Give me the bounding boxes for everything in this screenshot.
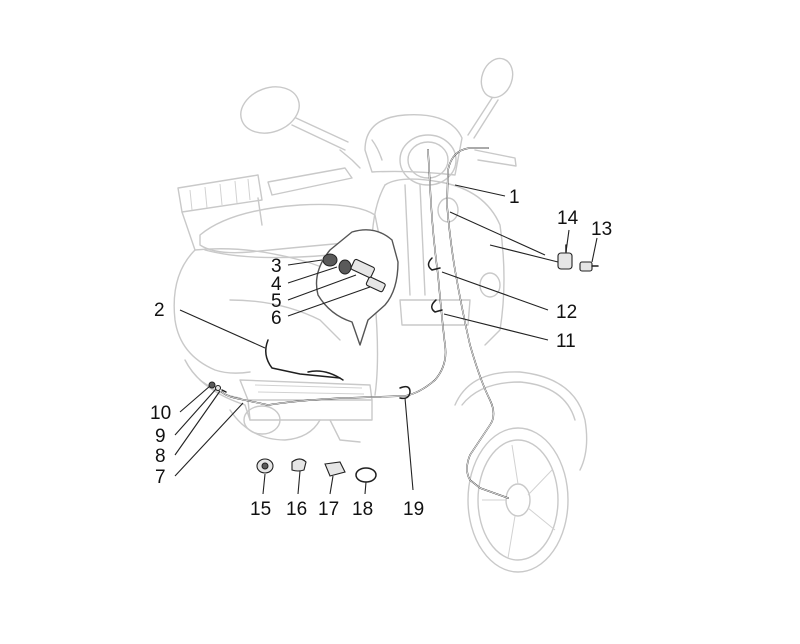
callout-2: 2 [154,300,165,321]
speedometer-cable [446,147,509,499]
callout-11: 11 [556,331,576,352]
ring-18-icon [355,467,377,483]
sleeve-icon [350,258,375,278]
cable-routing [221,147,509,499]
callout-6: 6 [271,308,282,329]
callout-18: 18 [352,499,373,520]
clamp-parts [557,244,599,272]
washer-icon [208,381,216,389]
callout-17: 17 [318,499,339,520]
callout-10: 10 [150,403,171,424]
callout-13: 13 [591,219,612,240]
clip-16-icon [291,458,307,472]
callout-4: 4 [271,274,282,295]
nut-icon [322,253,338,267]
loose-parts [256,458,377,483]
callout-14: 14 [557,208,579,229]
cable-clip-12 [427,257,441,271]
callout-16: 16 [286,499,307,520]
ring-icon [338,259,352,275]
rear-cable [265,339,341,379]
leader-lines [174,184,598,495]
clamp-14-icon [557,252,573,270]
clip-17-icon [324,461,346,477]
detail-inset [315,229,399,346]
cable-clip-11 [431,299,443,313]
ferrule-icon [365,276,386,293]
callout-1: 1 [509,187,520,208]
callout-9: 9 [155,426,166,447]
callout-3: 3 [271,256,282,277]
callout-19: 19 [403,499,424,520]
clamp-13-icon [579,261,593,272]
callout-12: 12 [556,302,577,323]
callout-15: 15 [250,499,271,520]
callout-5: 5 [271,291,282,312]
callout-7: 7 [155,467,166,488]
ring-small-icon [214,384,222,392]
callout-8: 8 [155,446,166,467]
scooter-outline [173,57,588,573]
callout-labels: 1 2 3 4 5 6 7 8 9 10 11 12 13 14 15 16 1… [150,187,612,520]
